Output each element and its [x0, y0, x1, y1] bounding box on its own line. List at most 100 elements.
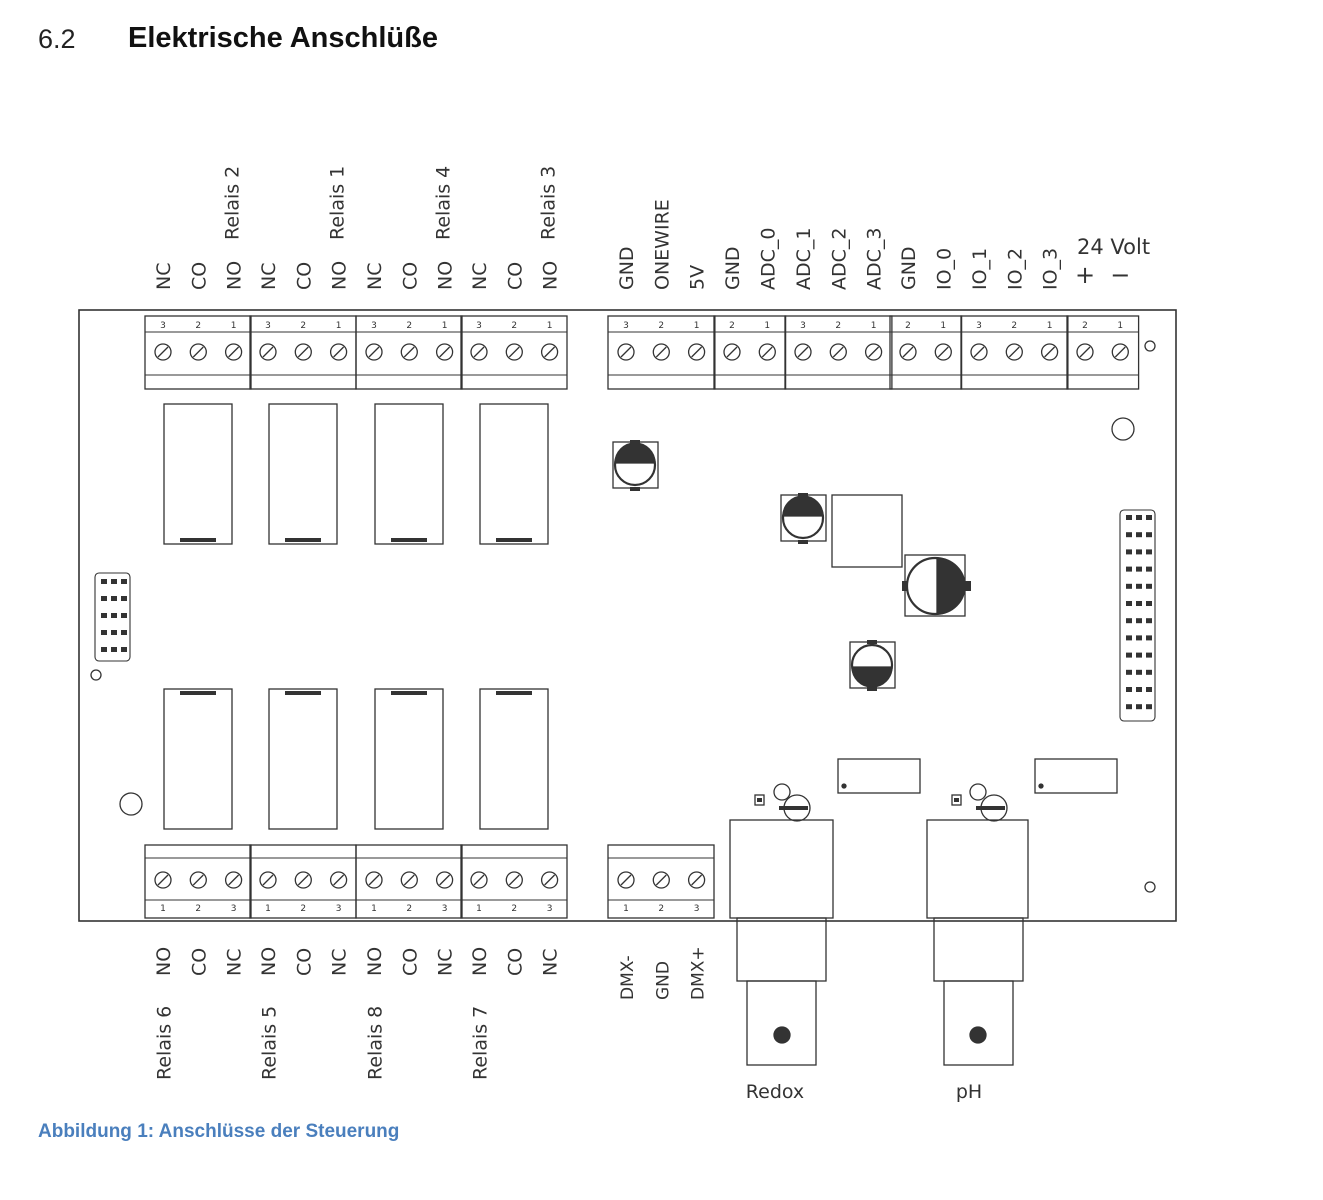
screw-terminal [540, 871, 559, 889]
pin-number: 1 [336, 321, 342, 331]
probe-label-ph: pH [956, 1081, 982, 1103]
pin-number: 1 [871, 321, 877, 331]
pin-number: 3 [442, 904, 448, 914]
screw-terminal [687, 343, 706, 361]
screw-terminal [934, 343, 952, 361]
pin-label: CO [399, 262, 421, 290]
pin-number: 2 [406, 904, 412, 914]
section-number: 6.2 [38, 24, 76, 54]
relay-body [479, 403, 549, 545]
pin-label: ONEWIRE [651, 199, 673, 290]
pin-label: ADC_0 [757, 228, 779, 290]
screw-terminal [687, 871, 706, 889]
pin-number: 1 [623, 904, 629, 914]
screw-terminal [617, 871, 635, 889]
screw-terminal [435, 343, 454, 361]
screw-terminal [1111, 343, 1129, 361]
pin-number: 3 [547, 904, 553, 914]
electrolytic-capacitor [849, 640, 896, 691]
pin-number: 1 [1117, 321, 1123, 331]
screw-terminal [505, 343, 523, 361]
screw-terminal [294, 343, 312, 361]
terminal-block-relais-4: 3 2 1 [355, 315, 463, 390]
pin-label: CO [504, 262, 526, 290]
pin-label: 5V [687, 265, 709, 290]
pin-label: IO_3 [1040, 248, 1062, 290]
pin-number: 2 [511, 904, 517, 914]
screw-terminal [829, 343, 847, 361]
large-capacitor [902, 554, 971, 617]
pin-label: GND [722, 246, 744, 290]
pin-label: DMX- [618, 955, 638, 1000]
pin-number: 2 [300, 321, 306, 331]
relay-label: Relais 5 [258, 1006, 280, 1080]
pin-number: 1 [764, 321, 770, 331]
screw-terminal [154, 343, 172, 361]
pin-label: IO_2 [1004, 248, 1026, 290]
screw-terminal [864, 343, 883, 361]
terminal-block-relais-8: 1 2 3 [355, 844, 463, 919]
small-modules [837, 758, 1118, 794]
relay-body [374, 688, 444, 830]
terminal-block-relais-1: 3 2 1 [249, 315, 357, 390]
pin-label: NC [153, 263, 175, 290]
screw-terminal [189, 343, 207, 361]
pin-number: 1 [940, 321, 946, 331]
figure-caption: Abbildung 1: Anschlüsse der Steuerung [38, 1121, 400, 1142]
relay-body [268, 688, 338, 830]
pin-label: NO [435, 261, 457, 290]
pin-label: ADC_2 [828, 228, 850, 290]
bottom-relay-bodies [163, 688, 549, 830]
pin-number: 1 [476, 904, 482, 914]
screw-terminal [899, 343, 917, 361]
terminal-block-relais-7: 1 2 3 [460, 844, 568, 919]
mounting-hole [90, 669, 102, 681]
pin-number: 3 [694, 904, 700, 914]
screw-terminal [435, 871, 454, 889]
mounting-hole [119, 792, 143, 816]
ic-chip [831, 494, 903, 568]
pin-label: CO [188, 948, 210, 976]
pin-number: 2 [1082, 321, 1088, 331]
pin-number: 3 [265, 321, 271, 331]
pin-label: IO_0 [933, 248, 955, 290]
pin-label: NO [258, 947, 280, 976]
pin-label: ADC_3 [864, 228, 886, 290]
pin-label: NO [540, 261, 562, 290]
pin-number: 2 [658, 904, 664, 914]
probe-label-redox: Redox [746, 1081, 804, 1103]
relay-label: Relais 8 [364, 1006, 386, 1080]
screw-terminal [652, 343, 670, 361]
screw-terminal [224, 343, 243, 361]
pin-label: NC [469, 263, 491, 290]
relay-body [268, 403, 338, 545]
pin-header-outline [1119, 509, 1156, 722]
screw-terminal [189, 871, 207, 889]
relay-label: Relais 3 [537, 166, 559, 240]
pin-label: NC [329, 949, 351, 976]
pin-number: 3 [623, 321, 629, 331]
pin-label: CO [293, 262, 315, 290]
relay-label: Relais 6 [153, 1006, 175, 1080]
pin-label: GND [898, 246, 920, 290]
pin-number: 2 [300, 904, 306, 914]
pin-number: 1 [442, 321, 448, 331]
pin-number: 3 [231, 904, 237, 914]
pin-number: 2 [658, 321, 664, 331]
pin-number: 3 [976, 321, 982, 331]
screw-terminal [794, 343, 812, 361]
pin-number: 2 [406, 321, 412, 331]
pin-number: 3 [371, 321, 377, 331]
relay-label: Relais 2 [221, 166, 243, 240]
power-label: 24 Volt [1077, 235, 1150, 259]
redox-probe-connector [729, 783, 834, 1066]
pin-number: 1 [547, 321, 553, 331]
pin-number: 2 [195, 904, 201, 914]
pin-number: 1 [371, 904, 377, 914]
screw-terminal [1005, 343, 1023, 361]
pin-label: NO [224, 261, 246, 290]
